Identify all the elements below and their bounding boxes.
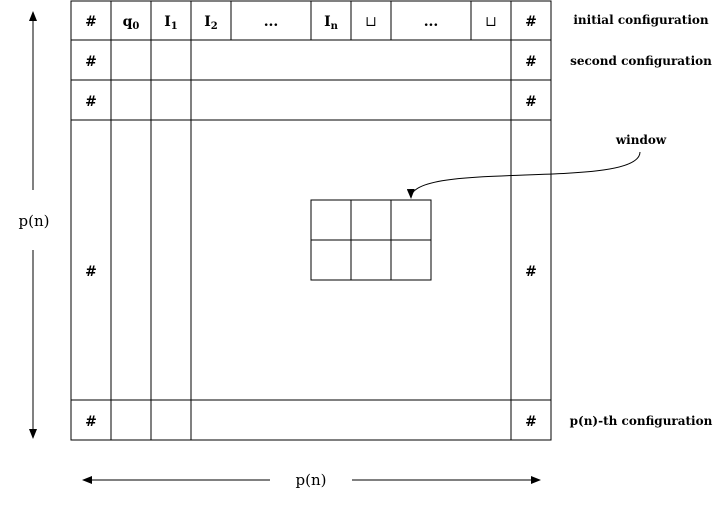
hash-cell: # <box>525 14 537 30</box>
input-cell-n: In <box>324 14 339 32</box>
hash-cell: # <box>525 94 537 110</box>
state-cell: q0 <box>123 14 140 32</box>
hash-cell: # <box>85 94 97 110</box>
blank-cell-1: ⊔ <box>365 14 377 30</box>
hash-cell: # <box>85 54 97 70</box>
window-label: window <box>615 133 667 147</box>
ellipsis-cell-2: ... <box>424 14 439 30</box>
window-arrow <box>406 151 641 199</box>
hash-cell: # <box>85 14 97 30</box>
hash-cell: # <box>525 264 537 280</box>
last-configuration-label: p(n)-th configuration <box>570 414 713 428</box>
second-configuration-label: second configuration <box>570 54 712 68</box>
height-label: p(n) <box>19 212 50 230</box>
hash-cell: # <box>85 414 97 430</box>
blank-cell-2: ⊔ <box>485 14 497 30</box>
ellipsis-cell-1: ... <box>264 14 279 30</box>
hash-cell: # <box>525 54 537 70</box>
hash-cell: # <box>85 264 97 280</box>
initial-configuration-label: initial configuration <box>573 13 709 27</box>
hash-cell: # <box>525 414 537 430</box>
input-cell-1: I1 <box>164 14 178 32</box>
input-cell-2: I2 <box>204 14 218 32</box>
window-grid <box>310 199 432 281</box>
width-label: p(n) <box>296 471 327 489</box>
